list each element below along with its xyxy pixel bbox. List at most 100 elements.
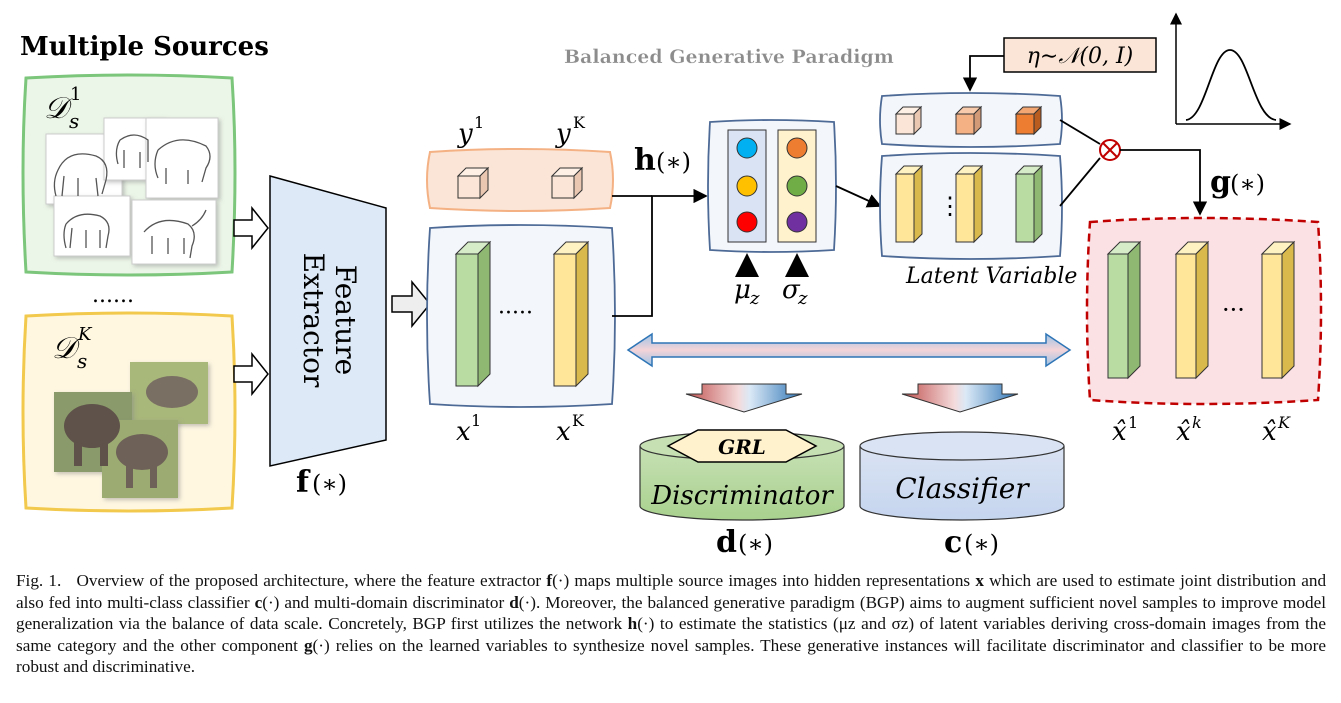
- svg-text:z: z: [749, 288, 760, 309]
- input-arrow-bottom: [233, 351, 269, 397]
- svg-text:f: f: [296, 465, 311, 500]
- svg-text:h: h: [634, 143, 656, 178]
- bgp-title: Balanced Generative Paradigm: [564, 46, 894, 68]
- feature-dots: ·····: [498, 301, 533, 326]
- feature-bar-x1: [454, 240, 492, 388]
- statistics-panel: [707, 119, 837, 253]
- generated-dots: ···: [1222, 296, 1245, 324]
- svg-text:(∗): (∗): [964, 530, 999, 558]
- multiply-icon: [1099, 139, 1121, 161]
- mu-z-label: μ z: [734, 275, 760, 309]
- sigma-node-orange: [786, 137, 808, 159]
- caption-part-4: (·) and multi-domain discriminator: [262, 592, 505, 612]
- xK-label: x K: [556, 411, 585, 447]
- svg-text:k: k: [1192, 413, 1202, 432]
- down-arrow-classifier: [901, 383, 1019, 413]
- architecture-diagram: Multiple Sources 𝒟 s 1 ...... 𝒟 s: [20, 12, 1323, 560]
- figure-caption: Fig. 1. Overview of the proposed archite…: [16, 570, 1326, 678]
- svg-text:y: y: [457, 119, 473, 149]
- caption-h: h: [627, 614, 638, 633]
- svg-text:x: x: [556, 417, 571, 447]
- svg-text:K: K: [572, 411, 585, 430]
- caption-c: c: [254, 592, 263, 612]
- grl-diamond: GRL: [666, 429, 818, 463]
- sigma-node-green: [786, 175, 808, 197]
- caption-part-5: (·). Moreover, the balanced generative p…: [16, 592, 1327, 634]
- caption-x: x: [975, 571, 984, 590]
- svg-text:1: 1: [474, 113, 484, 132]
- sigma-node-purple: [786, 211, 808, 233]
- noise-sample-panel: [879, 92, 1063, 148]
- y1-label: y 1: [457, 113, 484, 149]
- feature-bar-xK: [552, 240, 590, 388]
- svg-text:(∗): (∗): [656, 148, 691, 176]
- svg-text:σ: σ: [782, 275, 801, 305]
- down-arrow-discriminator: [685, 383, 803, 413]
- svg-text:1: 1: [1128, 413, 1138, 432]
- label-cube-1: [456, 166, 490, 200]
- generated-bar-K: [1260, 240, 1296, 380]
- feature-extractor-line1: Feature: [329, 265, 362, 375]
- source-domain-1-panel: 𝒟 s 1: [21, 73, 237, 277]
- xhat-1-label: x̂ 1: [1112, 413, 1138, 447]
- svg-text:c: c: [944, 525, 962, 560]
- extractor-output-arrow: [391, 279, 431, 329]
- svg-text:x̂: x̂: [1262, 417, 1277, 447]
- svg-text:s: s: [77, 349, 87, 373]
- svg-text:μ: μ: [734, 275, 751, 305]
- noise-cube-mid: [954, 105, 983, 136]
- latent-bar-2: [954, 164, 984, 244]
- latent-bar-3: [1014, 164, 1044, 244]
- svg-text:1: 1: [70, 84, 81, 105]
- caption-fig-number: Fig. 1.: [16, 571, 62, 590]
- svg-text:s: s: [69, 109, 79, 133]
- svg-text:K: K: [77, 324, 93, 345]
- svg-text:x: x: [456, 417, 471, 447]
- domain-k-label: 𝒟 s K: [52, 324, 93, 373]
- label-cube-k: [550, 166, 584, 200]
- svg-text:x̂: x̂: [1176, 417, 1191, 447]
- source-domain-k-panel: 𝒟 s K: [21, 311, 237, 513]
- generated-bar-1: [1106, 240, 1142, 380]
- caption-part-7: (·) relies on the learned variables to s…: [16, 635, 1326, 677]
- generator-function-label: g (∗): [1210, 165, 1265, 200]
- feature-panel: ·····: [426, 224, 616, 408]
- extractor-function-label: f (∗): [296, 465, 347, 500]
- label-embedding-panel: [426, 148, 614, 212]
- svg-text:x̂: x̂: [1112, 417, 1127, 447]
- noise-to-multiply-line: [1059, 119, 1101, 145]
- estimator-to-latent-arrow: [835, 185, 882, 208]
- caption-f: f: [546, 571, 553, 590]
- input-arrow-top: [233, 205, 269, 251]
- svg-text:(∗): (∗): [312, 470, 347, 498]
- feature-extractor-block: Feature Extractor: [269, 175, 387, 467]
- caption-part-3: which are used to estimate joint distrib…: [16, 571, 1327, 612]
- yK-label: y K: [555, 113, 586, 149]
- svg-text:(∗): (∗): [1230, 170, 1265, 198]
- svg-text:(∗): (∗): [738, 530, 773, 558]
- features-to-estimator-connector: [612, 188, 708, 317]
- noise-cube-dark: [1014, 105, 1043, 136]
- xhat-k-label: x̂ k: [1176, 413, 1202, 447]
- classifier-function-label: c (∗): [944, 525, 999, 560]
- noise-formula: η∼𝒩(0, I): [1027, 44, 1134, 69]
- sources-ellipsis: ......: [92, 283, 134, 308]
- discriminator-function-label: d (∗): [716, 525, 773, 560]
- grl-label: GRL: [718, 435, 766, 459]
- caption-part-1: Overview of the proposed architecture, w…: [76, 571, 542, 590]
- svg-text:K: K: [573, 113, 586, 132]
- photo-elephant-images: [54, 362, 208, 498]
- estimator-function-label: h (∗): [634, 143, 691, 178]
- xhat-K-label: x̂ K: [1262, 413, 1291, 447]
- classifier-label: Classifier: [895, 472, 1030, 505]
- gaussian-curve-icon: [1170, 12, 1292, 130]
- multiply-to-generator-arrow: [1120, 149, 1208, 216]
- noise-cube-light: [894, 105, 923, 136]
- generated-bar-k: [1174, 240, 1210, 380]
- latent-variable-label: Latent Variable: [905, 264, 1077, 289]
- latent-variable-panel: ⋮: [879, 152, 1063, 260]
- noise-box: η∼𝒩(0, I): [1003, 37, 1157, 73]
- mu-node-red: [736, 211, 758, 233]
- caption-part-6: (·) to estimate the statistics (μz and σ…: [16, 614, 1327, 655]
- feature-extractor-line2: Extractor: [297, 253, 330, 388]
